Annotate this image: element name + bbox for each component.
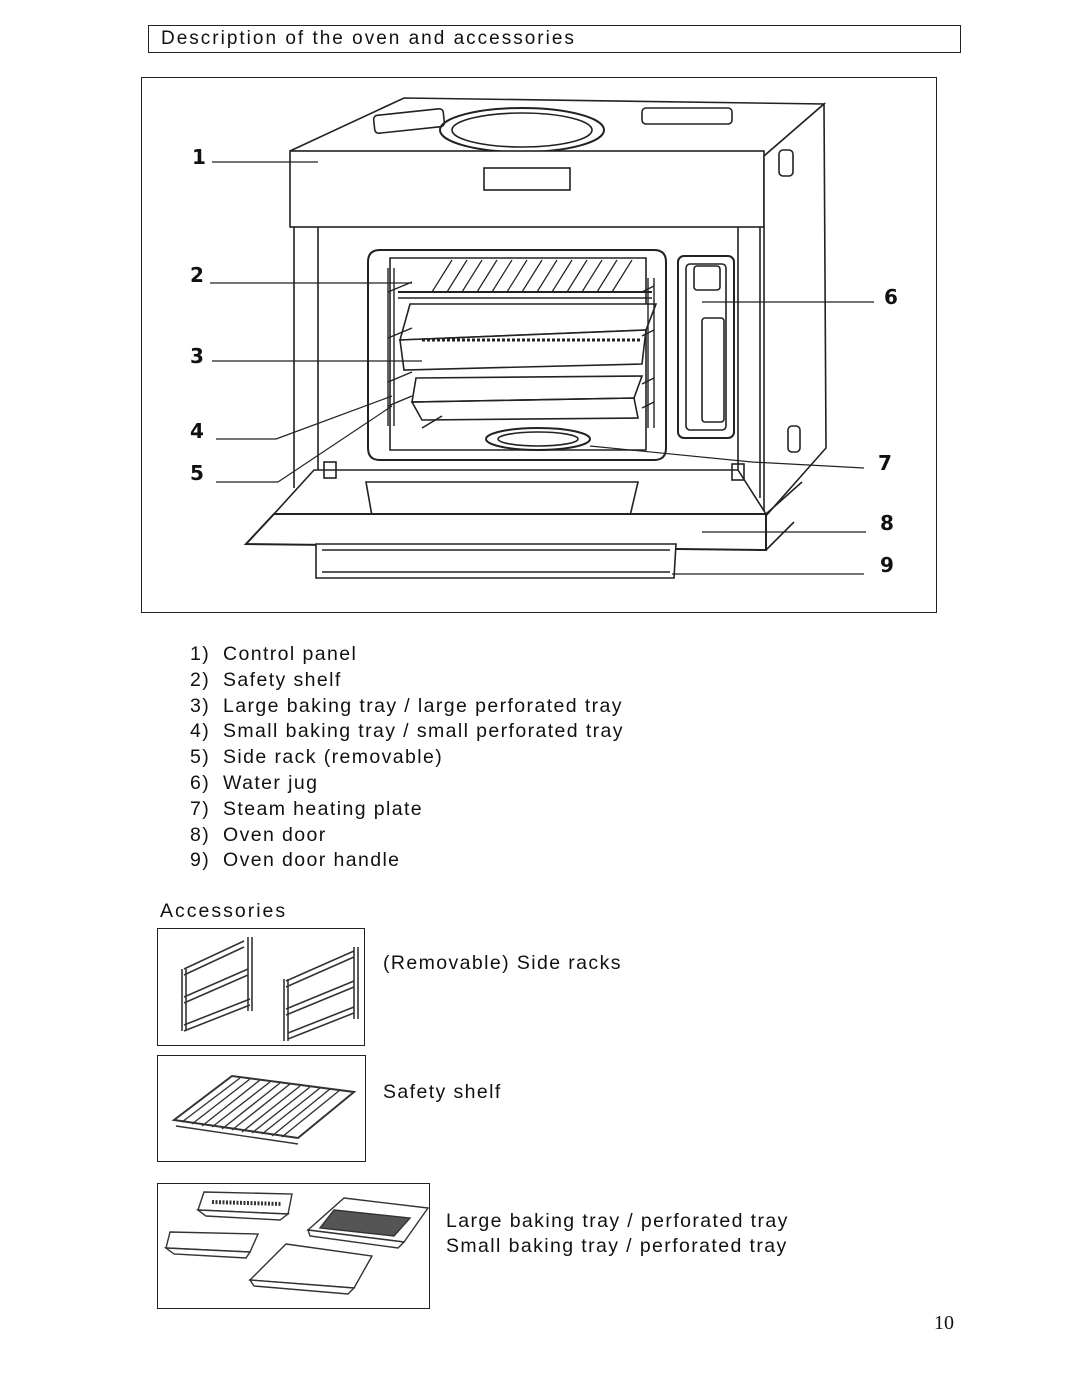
- item-number: 2): [190, 668, 211, 691]
- item-label: Side rack (removable): [223, 746, 444, 769]
- parts-list: 1) Control panel 2) Safety shelf 3) Large b…: [190, 642, 624, 874]
- oven-illustration: 1 2 3 4 5 6 7 8 9: [190, 97, 898, 579]
- item-label: Small baking tray / small perforated tra…: [223, 720, 624, 743]
- side-racks-label: (Removable) Side racks: [383, 952, 622, 974]
- list-item: 9) Oven door handle: [190, 848, 624, 874]
- item-number: 6): [190, 771, 211, 794]
- callout-8: 8: [880, 511, 894, 535]
- list-item: 8) Oven door: [190, 823, 624, 849]
- list-item: 3) Large baking tray / large perforated t…: [190, 694, 624, 720]
- callout-1: 1: [192, 145, 206, 169]
- item-number: 5): [190, 746, 211, 769]
- item-number: 7): [190, 797, 211, 820]
- callout-7: 7: [878, 451, 892, 475]
- safety-shelf-illustration: [171, 1074, 357, 1145]
- safety-shelf-label: Safety shelf: [383, 1081, 502, 1103]
- side-racks-image: [157, 928, 365, 1046]
- page-number: 10: [934, 1312, 954, 1334]
- item-label: Steam heating plate: [223, 797, 424, 820]
- callout-4: 4: [190, 419, 204, 443]
- safety-shelf-image: [157, 1055, 366, 1162]
- item-number: 9): [190, 849, 211, 872]
- list-item: 7) Steam heating plate: [190, 797, 624, 823]
- callout-5: 5: [190, 461, 204, 485]
- list-item: 1) Control panel: [190, 642, 624, 668]
- trays-illustration: [163, 1191, 430, 1295]
- callout-6: 6: [884, 285, 898, 309]
- callout-3: 3: [190, 344, 204, 368]
- list-item: 6) Water jug: [190, 771, 624, 797]
- item-label: Large baking tray / large perforated tra…: [223, 694, 623, 717]
- list-item: 4) Small baking tray / small perforated t…: [190, 719, 624, 745]
- accessories-heading: Accessories: [160, 900, 288, 922]
- item-label: Oven door handle: [223, 849, 401, 872]
- trays-label-large: Large baking tray / perforated tray: [446, 1210, 789, 1232]
- oven-diagram: 1 2 3 4 5 6 7 8 9: [141, 77, 937, 613]
- trays-image: [157, 1183, 430, 1309]
- trays-label-small: Small baking tray / perforated tray: [446, 1235, 788, 1257]
- item-number: 4): [190, 720, 211, 743]
- item-number: 1): [190, 643, 211, 665]
- leader-lines: [210, 161, 874, 575]
- item-number: 8): [190, 823, 211, 846]
- item-label: Water jug: [223, 771, 319, 794]
- callout-9: 9: [880, 553, 894, 577]
- list-item: 5) Side rack (removable): [190, 745, 624, 771]
- item-label: Safety shelf: [223, 668, 342, 691]
- item-label: Oven door: [223, 823, 327, 846]
- callout-2: 2: [190, 263, 204, 287]
- side-racks-illustration: [181, 937, 359, 1041]
- item-label: Control panel: [223, 643, 358, 665]
- section-title: Description of the oven and accessories: [148, 25, 961, 53]
- list-item: 2) Safety shelf: [190, 668, 624, 694]
- item-number: 3): [190, 694, 211, 717]
